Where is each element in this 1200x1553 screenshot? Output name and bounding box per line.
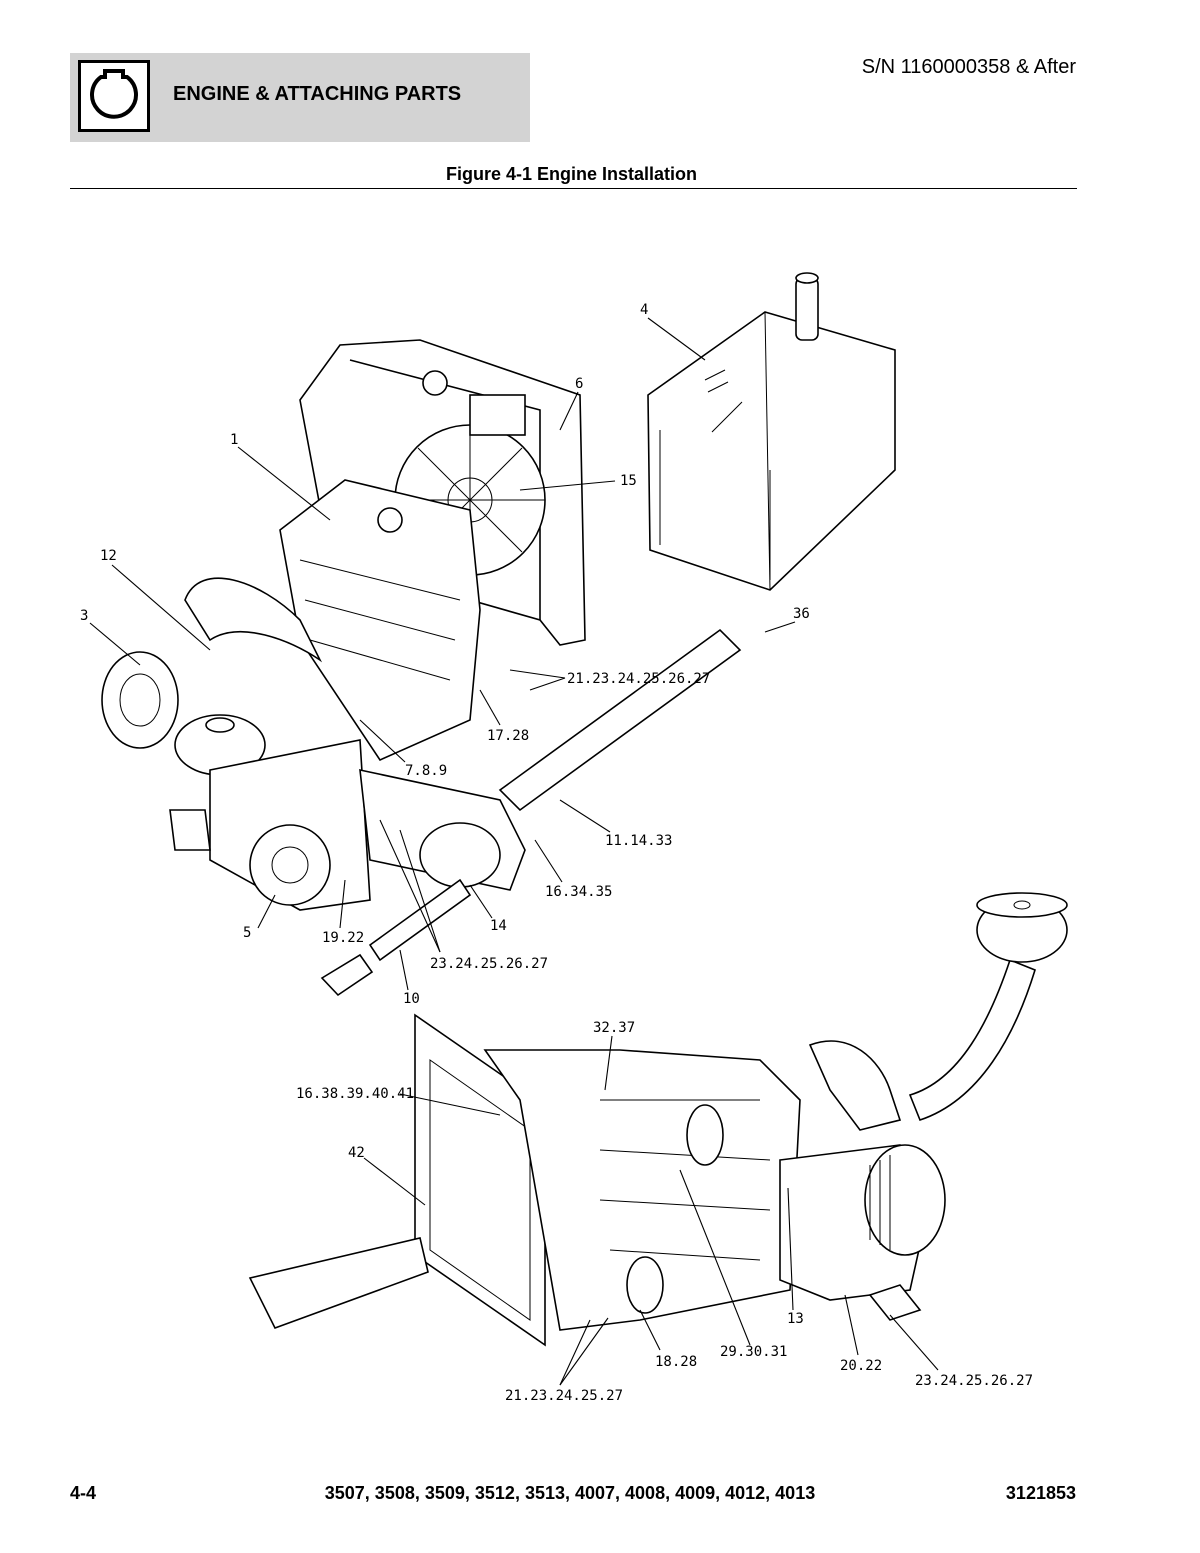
callout-20-22: 20.22 bbox=[840, 1358, 882, 1374]
document-number: 3121853 bbox=[1005, 1483, 1076, 1503]
callout-21-23-24-25-27: 21.23.24.25.27 bbox=[505, 1388, 623, 1404]
callout-23-24-25-26-27-upper: 23.24.25.26.27 bbox=[430, 956, 548, 972]
callout-23-24-25-26-27-lower: 23.24.25.26.27 bbox=[915, 1373, 1033, 1389]
callout-17-28: 17.28 bbox=[487, 728, 529, 744]
engine-block-upper-illustration bbox=[101, 479, 481, 911]
page-number: 4-4 bbox=[70, 1483, 97, 1503]
callout-36: 36 bbox=[793, 606, 810, 622]
callout-7-8-9: 7.8.9 bbox=[405, 763, 447, 779]
figure-title: Figure 4-1 Engine Installation bbox=[445, 164, 698, 184]
callout-21-23-24-25-26-27: 21.23.24.25.26.27 bbox=[567, 671, 710, 687]
title-rule bbox=[70, 188, 1077, 189]
callout-14: 14 bbox=[490, 918, 507, 934]
callout-19-22: 19.22 bbox=[322, 930, 364, 946]
callout-4: 4 bbox=[640, 302, 648, 318]
callout-18-28: 18.28 bbox=[655, 1354, 697, 1370]
callout-1: 1 bbox=[230, 432, 238, 448]
callout-10: 10 bbox=[403, 991, 420, 1007]
callout-3: 3 bbox=[80, 608, 88, 624]
callout-15: 15 bbox=[620, 473, 637, 489]
callout-42: 42 bbox=[348, 1145, 365, 1161]
callout-12: 12 bbox=[100, 548, 117, 564]
callout-5: 5 bbox=[243, 925, 251, 941]
callout-16-34-35: 16.34.35 bbox=[545, 884, 612, 900]
engine-assembly-lower-illustration bbox=[248, 892, 1068, 1347]
callout-leader-lines bbox=[89, 317, 939, 1386]
callout-labels: 1 3 4 5 6 12 15 36 21.23.24.25.26.27 17.… bbox=[80, 302, 1033, 1404]
callout-29-30-31: 29.30.31 bbox=[720, 1344, 787, 1360]
model-list: 3507, 3508, 3509, 3512, 3513, 4007, 4008… bbox=[324, 1483, 816, 1503]
section-title: ENGINE & ATTACHING PARTS bbox=[173, 83, 462, 105]
fuel-tank-illustration bbox=[647, 272, 896, 591]
serial-number-note: S/N 1160000358 & After bbox=[861, 56, 1076, 78]
transmission-shaft-illustration bbox=[320, 628, 742, 997]
callout-11-14-33: 11.14.33 bbox=[605, 833, 672, 849]
callout-32-37: 32.37 bbox=[593, 1020, 635, 1036]
callout-16-38-39-40-41: 16.38.39.40.41 bbox=[296, 1086, 414, 1102]
callout-13: 13 bbox=[787, 1311, 804, 1327]
engine-outline-icon bbox=[78, 60, 150, 132]
callout-6: 6 bbox=[575, 376, 583, 392]
